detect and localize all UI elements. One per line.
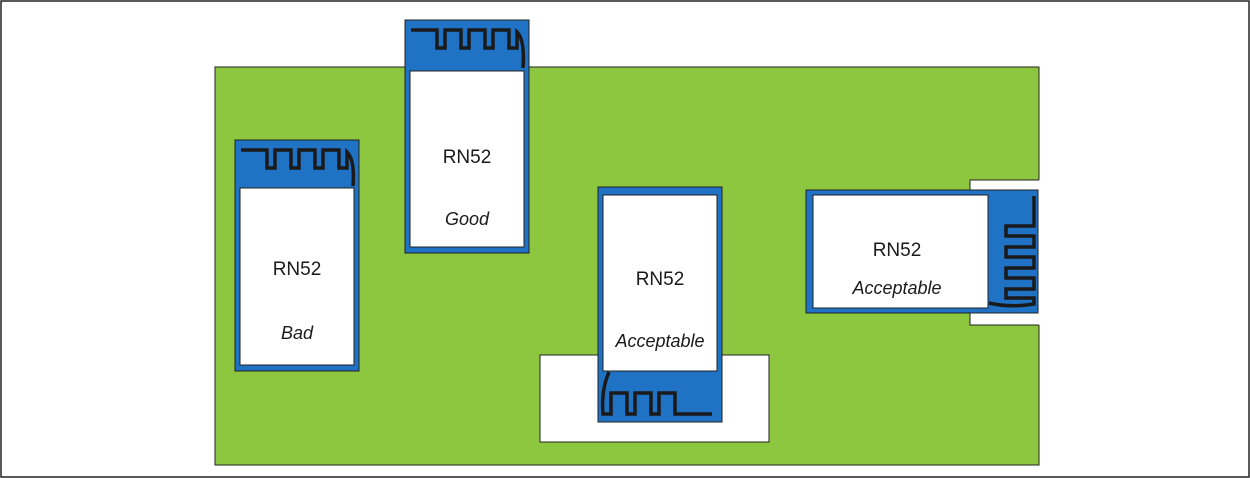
chip-antenna-icon bbox=[241, 147, 356, 187]
placement-rating: Acceptable bbox=[614, 331, 704, 351]
module-name: RN52 bbox=[636, 269, 685, 290]
module-name: RN52 bbox=[873, 240, 922, 261]
module-bad: RN52 Bad bbox=[234, 139, 360, 372]
chip-antenna-icon bbox=[600, 371, 712, 416]
placement-rating: Acceptable bbox=[851, 278, 941, 298]
module-shield-can bbox=[409, 70, 525, 248]
placement-rating: Bad bbox=[281, 323, 314, 343]
module-name: RN52 bbox=[273, 259, 322, 280]
module-shield-can bbox=[239, 187, 355, 366]
placement-rating: Good bbox=[445, 209, 490, 229]
module-name: RN52 bbox=[443, 147, 492, 168]
module-shield-can bbox=[812, 194, 989, 309]
module-good: RN52 Good bbox=[404, 19, 530, 254]
module-acceptable-right: RN52 Acceptable bbox=[805, 189, 1039, 314]
module-acceptable-bottom: RN52 Acceptable bbox=[597, 186, 723, 423]
module-shield-can bbox=[602, 194, 718, 372]
chip-antenna-icon bbox=[411, 27, 526, 69]
chip-antenna-icon bbox=[988, 196, 1036, 308]
